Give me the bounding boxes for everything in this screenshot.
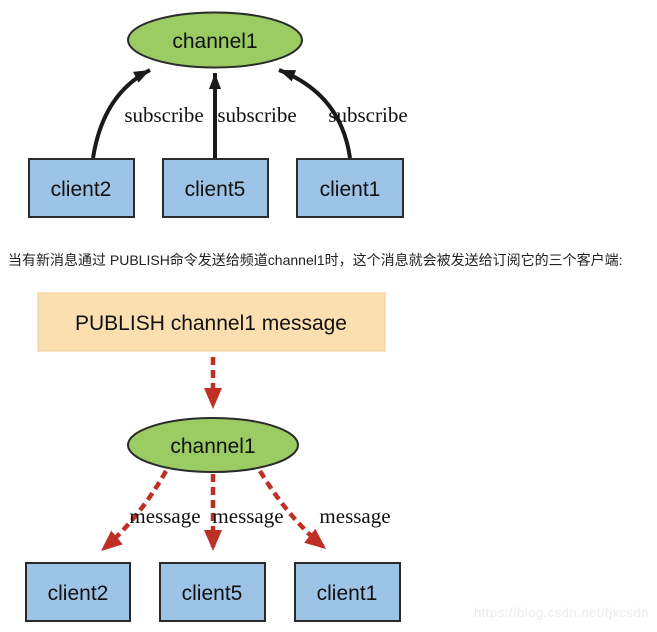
channel-label: channel1 [172, 30, 257, 53]
message-label: message [129, 504, 200, 528]
publish-command-label: PUBLISH channel1 message [75, 312, 347, 335]
publish-command-box [37, 292, 386, 352]
client-label: client5 [185, 178, 246, 201]
message-label: message [212, 504, 283, 528]
watermark: https://blog.csdn.net/fjxcsdn [474, 605, 649, 620]
client-node [162, 158, 269, 218]
channel-label: channel1 [170, 435, 255, 458]
client-node [294, 562, 401, 622]
subscribe-label: subscribe [124, 103, 203, 127]
client-node [296, 158, 404, 218]
client-node [159, 562, 266, 622]
client-label: client2 [48, 582, 109, 605]
message-arrow-left [99, 469, 168, 553]
caption-text: 当有新消息通过 PUBLISH命令发送给频道channel1时，这个消息就会被发… [8, 252, 623, 268]
message-arrow-right [258, 469, 328, 551]
subscribe-arrow-right [278, 68, 352, 159]
subscribe-label: subscribe [328, 103, 407, 127]
channel-node [127, 11, 303, 69]
publish-diagram: PUBLISH channel1 message channel1 messag… [25, 292, 401, 622]
client-node [28, 158, 135, 218]
client-label: client1 [320, 178, 381, 201]
client-label: client5 [182, 582, 243, 605]
subscribe-arrow-left [91, 68, 151, 159]
client-node [25, 562, 131, 622]
channel-node [127, 417, 299, 473]
client-label: client2 [51, 178, 112, 201]
subscribe-label: subscribe [217, 103, 296, 127]
client-label: client1 [317, 582, 378, 605]
message-label: message [319, 504, 390, 528]
subscribe-diagram: channel1 subscribe subscribe subscribe c… [28, 11, 408, 218]
